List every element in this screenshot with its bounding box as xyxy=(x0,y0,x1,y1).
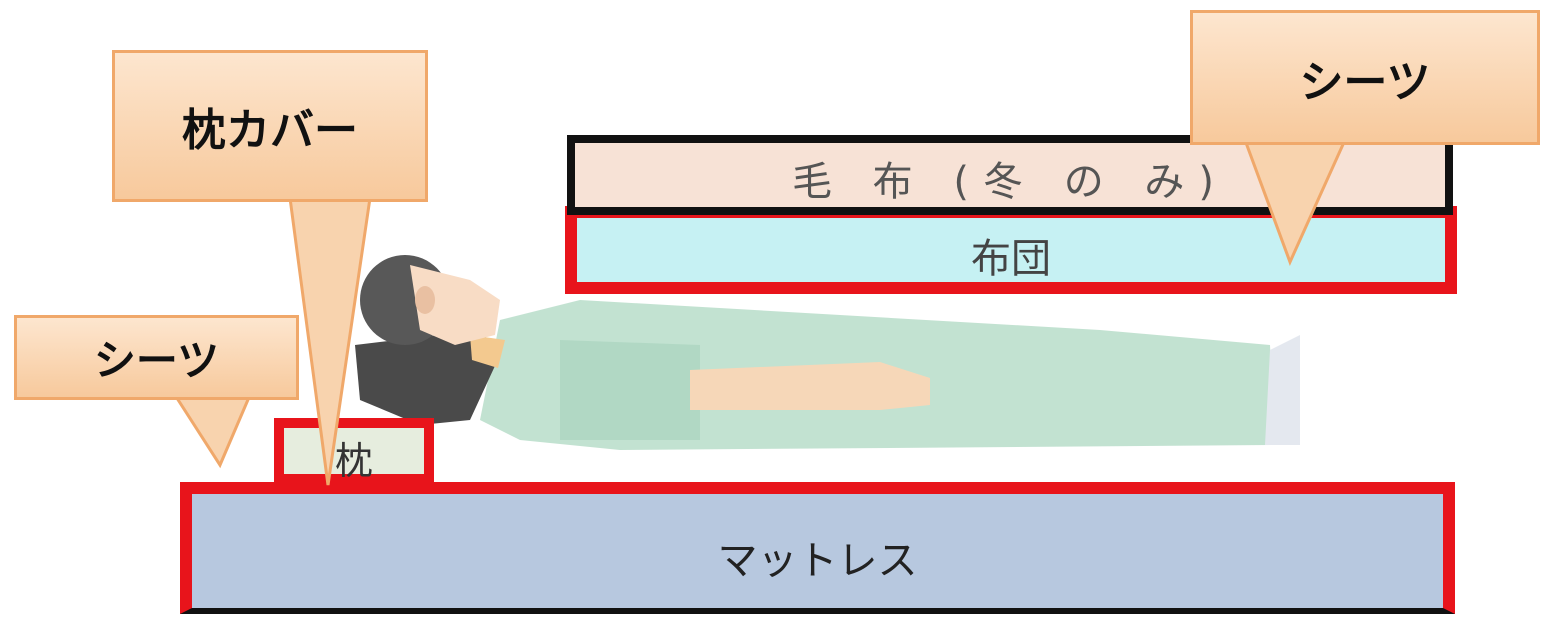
futon-label: 布団 xyxy=(971,236,1051,282)
blanket-label: 毛 布 (冬 の み) xyxy=(791,159,1229,205)
gown-shadow xyxy=(560,340,700,440)
mattress: マットレス xyxy=(180,482,1455,614)
sheet-left-pointer xyxy=(172,393,253,469)
mattress-label: マットレス xyxy=(717,538,918,584)
callout-sheet-top: シーツ xyxy=(1190,10,1540,145)
callout-sheet-top-label: シーツ xyxy=(1299,56,1431,108)
callout-pillow-cover-label: 枕カバー xyxy=(182,105,358,156)
pillow-label: 枕 xyxy=(334,439,373,483)
patient-neck xyxy=(470,335,505,368)
sheet-top-pointer xyxy=(1242,138,1348,266)
patient-face xyxy=(410,265,500,345)
pillow-cover-pointer xyxy=(288,196,372,486)
patient-shoulder xyxy=(355,330,500,425)
pillow: 枕 xyxy=(274,418,434,484)
patient-ear xyxy=(415,286,435,314)
callout-sheet-left: シーツ xyxy=(14,315,299,400)
patient-arm xyxy=(690,362,930,410)
patient-foot xyxy=(1265,335,1300,445)
callout-pillow-cover: 枕カバー xyxy=(112,50,428,202)
callout-sheet-left-label: シーツ xyxy=(93,336,220,385)
